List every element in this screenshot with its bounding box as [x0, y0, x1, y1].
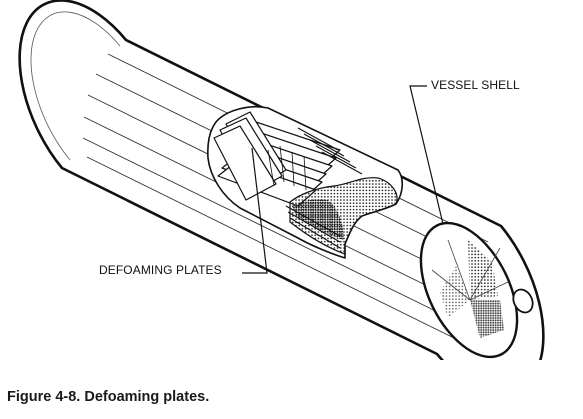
vessel-shell-leader: [409, 85, 444, 225]
defoaming-plates-label: DEFOAMING PLATES: [99, 263, 222, 277]
plate-edge-hatching: [297, 127, 363, 175]
cutaway-window: [207, 106, 404, 259]
outlet-nozzle: [512, 288, 534, 314]
end-cap-stipple: [468, 240, 498, 300]
vessel-cutaway-drawing: [18, 0, 545, 360]
vessel-shell-label: VESSEL SHELL: [431, 78, 520, 92]
foam-dense-region: [292, 199, 344, 240]
leader-lines: [242, 85, 444, 274]
figure-caption: Figure 4-8. Defoaming plates.: [7, 389, 210, 405]
left-end-rim: [18, 0, 127, 169]
vessel-end-cap: [419, 221, 534, 359]
defoaming-plates-leader: [242, 147, 268, 274]
foam-liquid-region: [289, 177, 398, 255]
defoaming-plates: [213, 111, 341, 207]
